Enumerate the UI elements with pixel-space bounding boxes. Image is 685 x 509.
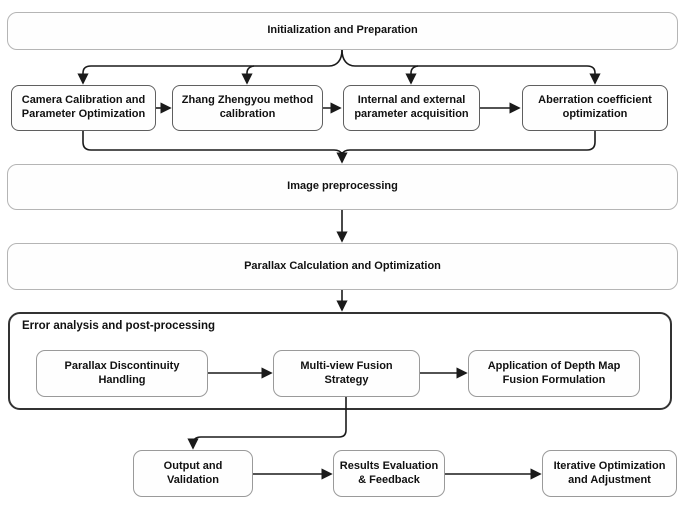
node-label: Internal and external parameter acquisit… xyxy=(354,94,469,120)
node-label: Parallax Discontinuity Handling xyxy=(64,359,180,386)
node-label: Camera Calibration and Parameter Optimiz… xyxy=(21,94,146,120)
node-output-validation: Output and Validation xyxy=(133,450,253,497)
node-label: Initialization and Preparation xyxy=(267,24,418,37)
node-results-evaluation: Results Evaluation & Feedback xyxy=(333,450,445,497)
node-label: Results Evaluation & Feedback xyxy=(339,459,439,486)
node-camera-calibration: Camera Calibration and Parameter Optimiz… xyxy=(11,85,156,131)
node-label: Application of Depth Map Fusion Formulat… xyxy=(487,359,621,386)
node-image-preprocessing: Image preprocessing xyxy=(7,164,678,210)
node-aberration-optimization: Aberration coefficient optimization xyxy=(522,85,668,131)
node-parameter-acquisition: Internal and external parameter acquisit… xyxy=(343,85,480,131)
node-label: Multi-view Fusion Strategy xyxy=(300,359,393,386)
node-label: Iterative Optimization and Adjustment xyxy=(553,459,666,486)
node-label: Zhang Zhengyou method calibration xyxy=(181,94,314,120)
node-multiview-fusion: Multi-view Fusion Strategy xyxy=(273,350,420,397)
node-initialization-and-preparation: Initialization and Preparation xyxy=(7,12,678,50)
group-label: Error analysis and post-processing xyxy=(22,320,216,332)
node-depth-map-fusion: Application of Depth Map Fusion Formulat… xyxy=(468,350,640,397)
node-label: Output and Validation xyxy=(163,459,223,486)
node-parallax-discontinuity: Parallax Discontinuity Handling xyxy=(36,350,208,397)
node-zhang-zhengyou-method: Zhang Zhengyou method calibration xyxy=(172,85,323,131)
node-label: Image preprocessing xyxy=(287,180,398,193)
node-iterative-optimization: Iterative Optimization and Adjustment xyxy=(542,450,677,497)
node-parallax-calculation: Parallax Calculation and Optimization xyxy=(7,243,678,290)
node-label: Aberration coefficient optimization xyxy=(538,94,652,120)
node-label: Parallax Calculation and Optimization xyxy=(244,259,441,272)
